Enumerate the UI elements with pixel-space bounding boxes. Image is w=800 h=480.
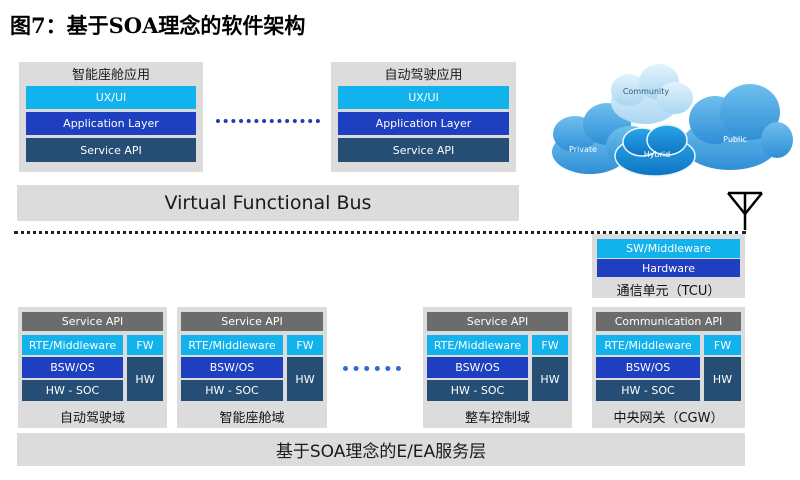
domain-label: 中央网关（CGW） (613, 411, 724, 426)
public-cloud (682, 84, 793, 170)
domain-rte-middleware: RTE/Middleware (181, 335, 283, 355)
soa-service-layer: 基于SOA理念的E/EA服务层 (17, 433, 745, 466)
domain-service-api: Service API (22, 312, 163, 331)
app-service-api-layer: Service API (26, 138, 196, 162)
domain-hw: HW (287, 357, 323, 401)
domain-bsw-os: BSW/OS (427, 357, 528, 378)
domain-fw: FW (532, 335, 568, 355)
tcu-hardware: Hardware (597, 259, 740, 277)
cloud-label-private: Private (569, 145, 597, 154)
domain-service-api: Service API (427, 312, 568, 331)
domain-hw-soc: HW - SOC (22, 380, 123, 401)
domain-hw: HW (704, 357, 741, 401)
domain-fw: FW (127, 335, 163, 355)
hybrid-cloud (614, 124, 696, 177)
domain-label: 整车控制域 (464, 411, 530, 426)
figure-title: 图7：基于SOA理念的软件架构 (10, 13, 306, 38)
app-panel-autodrive-label: 自动驾驶应用 (384, 68, 463, 83)
domain-hw-soc: HW - SOC (427, 380, 528, 401)
domain-label: 智能座舱域 (219, 411, 285, 426)
app-application-layer: Application Layer (338, 112, 509, 135)
community-cloud (611, 64, 693, 124)
ellipsis-connector (343, 366, 401, 371)
domain-rte-middleware: RTE/Middleware (596, 335, 700, 355)
domain-hw-soc: HW - SOC (596, 380, 700, 401)
tcu-label: 通信单元（TCU） (616, 284, 721, 299)
domain-rte-middleware: RTE/Middleware (427, 335, 528, 355)
domain-service-api: Service API (181, 312, 323, 331)
domain-bsw-os: BSW/OS (181, 357, 283, 378)
app-panel-cockpit-label: 智能座舱应用 (71, 68, 150, 83)
domain-label: 自动驾驶域 (59, 411, 125, 426)
app-application-layer: Application Layer (26, 112, 196, 135)
domain-communication-api: Communication API (596, 312, 741, 331)
separator-dotted-line (14, 231, 746, 234)
domain-bsw-os: BSW/OS (596, 357, 700, 378)
app-service-api-layer: Service API (338, 138, 509, 162)
ellipsis-connector (216, 119, 320, 123)
cloud-label-community: Community (623, 87, 670, 96)
antenna-icon (727, 191, 763, 230)
cloud-label-public: Public (723, 135, 747, 144)
cloud-illustration: Community Private Hybrid Public (552, 64, 793, 177)
domain-hw: HW (127, 357, 163, 401)
domain-fw: FW (704, 335, 741, 355)
domain-hw-soc: HW - SOC (181, 380, 283, 401)
tcu-sw-middleware: SW/Middleware (597, 239, 740, 258)
domain-bsw-os: BSW/OS (22, 357, 123, 378)
app-ux-layer: UX/UI (338, 86, 509, 109)
app-ux-layer: UX/UI (26, 86, 196, 109)
domain-hw: HW (532, 357, 568, 401)
virtual-functional-bus: Virtual Functional Bus (17, 185, 519, 221)
domain-fw: FW (287, 335, 323, 355)
domain-rte-middleware: RTE/Middleware (22, 335, 123, 355)
cloud-label-hybrid: Hybrid (644, 150, 670, 159)
